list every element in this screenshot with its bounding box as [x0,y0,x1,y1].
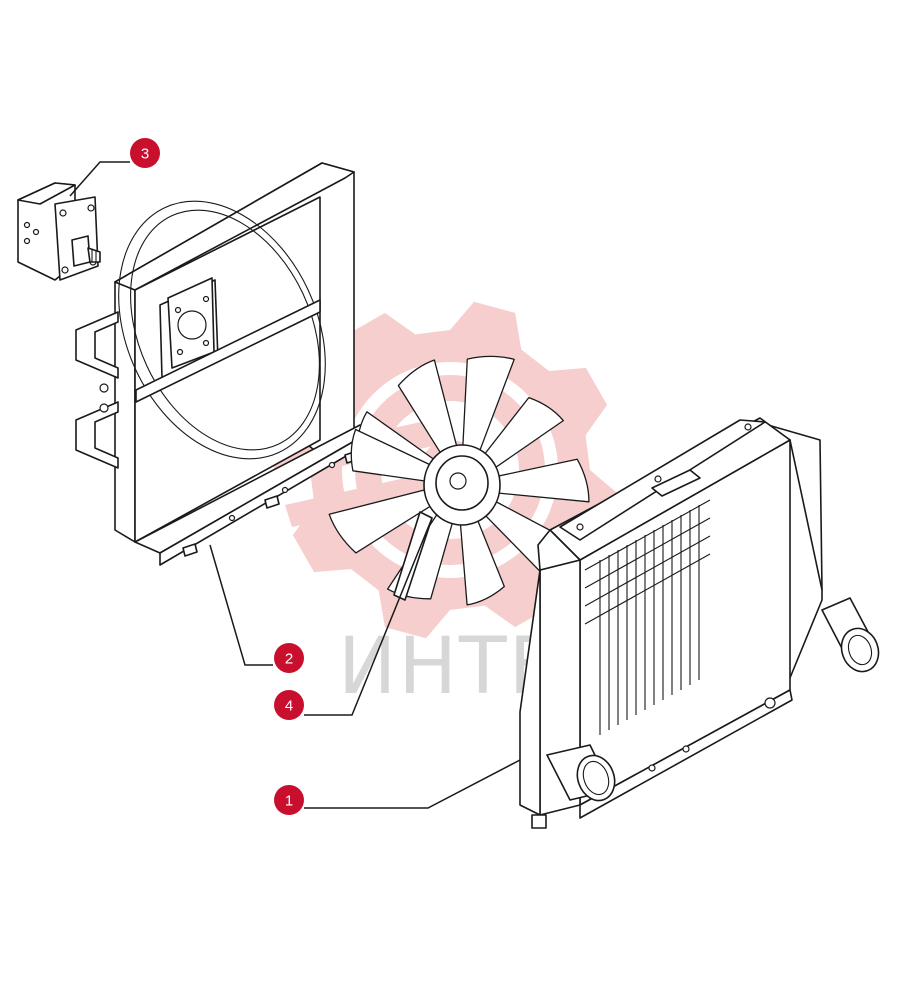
callout-circle [274,643,304,673]
callout-circle [130,138,160,168]
fan-blade [490,458,590,503]
core-tube-line [584,499,711,571]
fan-blade [397,359,460,461]
fan-blade [459,511,505,606]
leader-line-2 [209,544,273,666]
radiator-cooler [519,417,880,829]
fan-blade [461,355,515,460]
core-tube-line [584,535,711,607]
leader-line-1 [304,759,521,809]
callout-marker-2: 2 [274,643,304,673]
core-tube-line [584,517,711,589]
fan-impeller [328,355,590,606]
callout-number: 4 [285,698,293,715]
callout-circle [274,690,304,720]
fan-shroud-frame [75,162,371,566]
leader-line-3 [69,161,130,197]
radiator-core-grid [584,499,711,735]
fan-blade [328,487,438,554]
callout-marker-4: 4 [274,690,304,720]
callout-number: 2 [285,651,293,668]
watermark-stripe [285,470,446,527]
fan-blade [350,428,438,483]
fan-blade [478,396,564,473]
leader-lines [69,161,521,809]
hydraulic-pump [17,182,101,281]
callout-marker-1: 1 [274,785,304,815]
callout-marker-3: 3 [130,138,160,168]
callout-circle [274,785,304,815]
core-tube-line [584,553,711,625]
callout-number: 1 [285,793,293,810]
callout-number: 3 [141,146,149,163]
leader-line-4 [304,517,433,716]
